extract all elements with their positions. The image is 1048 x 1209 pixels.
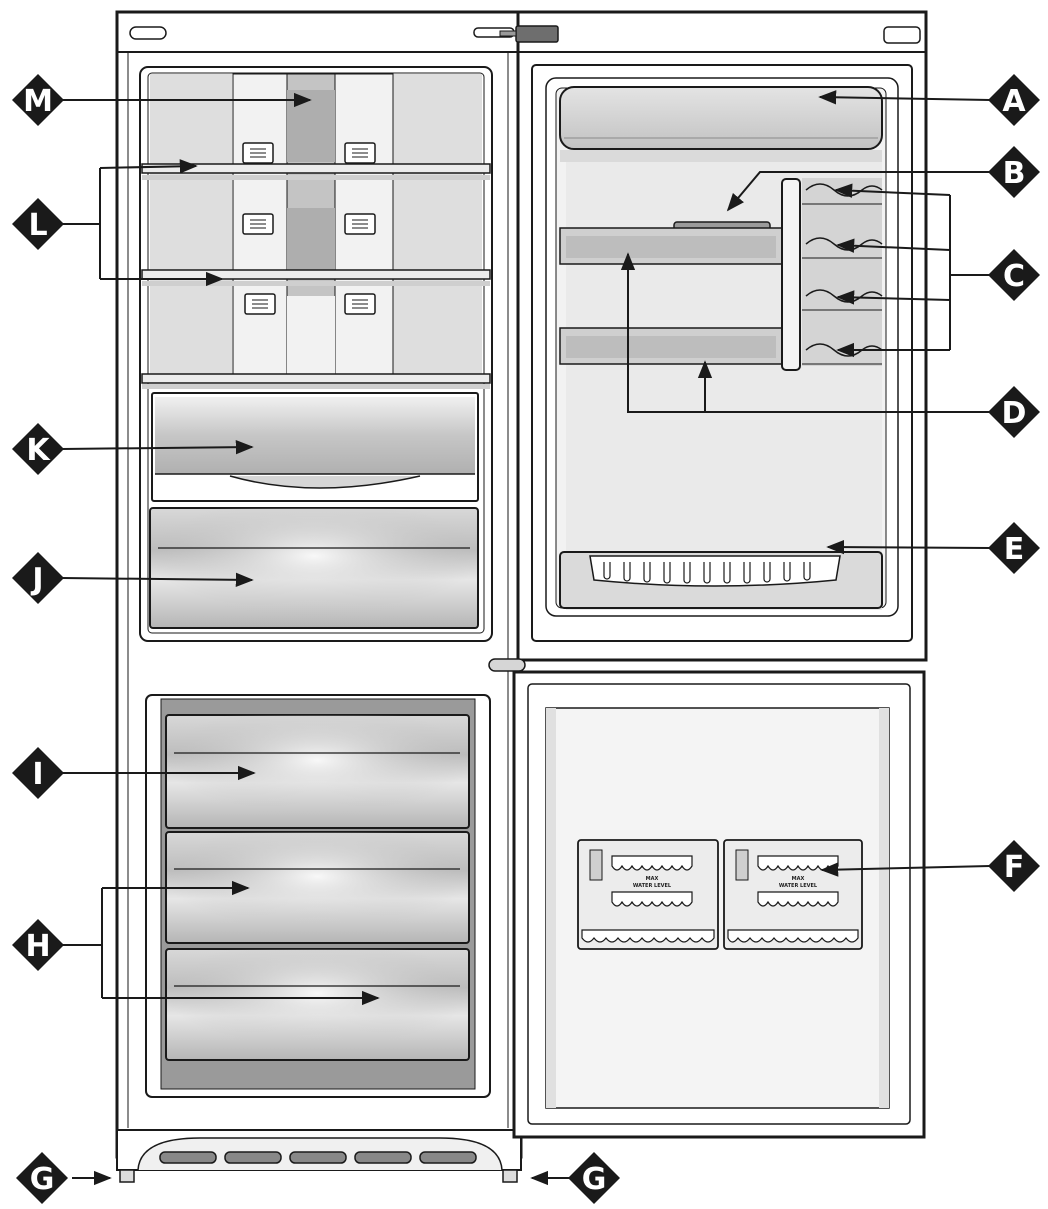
label-i-text: I [32, 757, 43, 792]
label-i: I [12, 747, 64, 799]
door-shelf [559, 221, 783, 365]
ice-tray-max-text: MAX [646, 876, 659, 882]
leader-lines [61, 90, 991, 1186]
ice-tray-max-text: MAX [792, 876, 805, 882]
label-d-text: D [1002, 396, 1027, 431]
chiller-drawer [151, 392, 479, 502]
label-c-text: C [1003, 259, 1025, 294]
label-j-text: J [30, 562, 43, 597]
label-g-text: G [30, 1162, 55, 1197]
adjustable-foot [119, 1169, 518, 1183]
label-b: B [988, 146, 1040, 198]
vent-grill [242, 142, 376, 315]
dairy-compartment [559, 86, 883, 162]
ice-tray-water-level-text: WATER LEVEL [633, 883, 672, 889]
label-e-text: E [1004, 532, 1025, 567]
label-l: L [12, 198, 64, 250]
label-g-left: G [16, 1152, 68, 1204]
label-m-text: M [23, 84, 53, 119]
label-c: C [988, 249, 1040, 301]
label-g-text: G [582, 1162, 607, 1197]
label-h: H [12, 919, 64, 971]
fridge-back-panel [150, 73, 482, 375]
label-f: F [988, 840, 1040, 892]
label-k: K [12, 423, 64, 475]
callout-labels: A B C D E F G G [12, 74, 1040, 1204]
freezer-drawer [165, 714, 470, 1061]
bottle-rack [781, 178, 883, 371]
crisper-drawer [149, 507, 479, 629]
base-plinth [116, 1129, 522, 1171]
label-h-text: H [25, 929, 50, 964]
label-a: A [988, 74, 1040, 126]
label-k-text: K [26, 433, 51, 468]
label-g-right: G [568, 1152, 620, 1204]
label-j: J [12, 552, 64, 604]
label-m: M [12, 74, 64, 126]
label-l-text: L [28, 208, 47, 243]
glass-shelf [141, 163, 491, 389]
label-a-text: A [1002, 84, 1026, 119]
ice-tray-water-level-text: WATER LEVEL [779, 883, 818, 889]
label-d: D [988, 386, 1040, 438]
label-e: E [988, 522, 1040, 574]
door-hinge [488, 658, 526, 672]
label-f-text: F [1004, 850, 1025, 885]
label-b-text: B [1003, 156, 1026, 191]
door-bottle-bin [559, 551, 883, 609]
